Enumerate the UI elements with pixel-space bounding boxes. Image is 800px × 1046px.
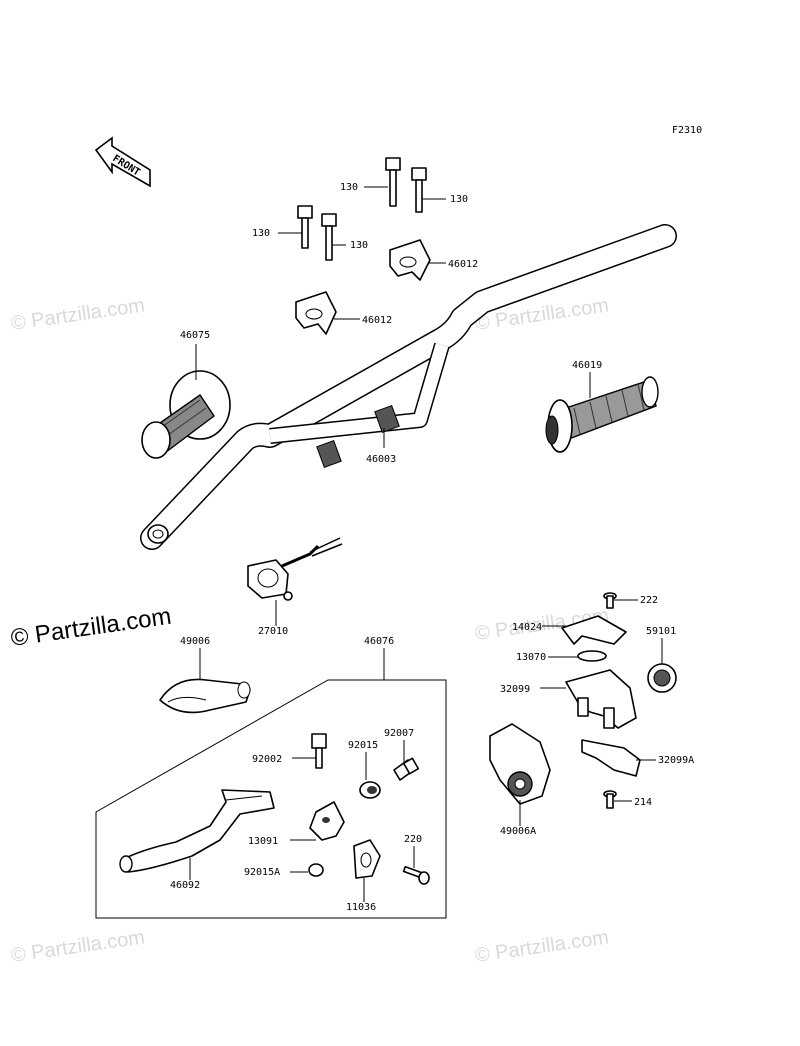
part-label-13070: 13070 (516, 652, 546, 663)
lever-cover-icon (159, 678, 251, 714)
part-label-32099a: 32099A (658, 755, 694, 766)
grip-left-icon (141, 370, 231, 459)
handlebar (140, 224, 677, 550)
bolt-icon (297, 205, 313, 249)
part-label-13091: 13091 (248, 836, 278, 847)
part-label-49006a: 49006A (500, 826, 536, 837)
ring-icon (577, 650, 607, 662)
lever-assembly-box (95, 679, 447, 919)
part-label-14024: 14024 (512, 622, 542, 633)
bolt-icon (411, 167, 427, 213)
watermark: © Partzilla.com (10, 294, 147, 335)
holder-icon (295, 291, 337, 335)
collar-icon (647, 663, 677, 693)
watermark: © Partzilla.com (474, 926, 611, 967)
part-label-220: 220 (404, 834, 422, 845)
screw-icon (603, 592, 617, 609)
bolt-icon (311, 733, 327, 769)
bolt-icon (321, 213, 337, 261)
part-label-92015: 92015 (348, 740, 378, 751)
holder-icon (389, 239, 431, 281)
nut-icon (308, 863, 324, 877)
part-label-214: 214 (634, 797, 652, 808)
grip-right-icon (545, 376, 659, 453)
part-label-222: 222 (640, 595, 658, 606)
adjuster-icon (393, 757, 420, 781)
bolt-icon (402, 865, 430, 885)
part-label-92007: 92007 (384, 728, 414, 739)
screw-icon (603, 790, 617, 809)
nut-icon (359, 781, 381, 799)
part-label-11036: 11036 (346, 902, 376, 913)
watermark: © Partzilla.com (10, 926, 147, 967)
clamp-icon (353, 839, 381, 879)
part-label-46003: 46003 (366, 454, 396, 465)
part-label-46012: 46012 (448, 259, 478, 270)
throttle-cover-icon (489, 723, 551, 805)
part-label-59101: 59101 (646, 626, 676, 637)
part-label-46092: 46092 (170, 880, 200, 891)
plate-icon (561, 615, 627, 645)
part-label-92015a: 92015A (244, 867, 280, 878)
diagram-code: F2310 (672, 125, 702, 136)
part-label-46019: 46019 (572, 360, 602, 371)
part-label-130: 130 (340, 182, 358, 193)
part-label-130: 130 (252, 228, 270, 239)
watermark-dark: © Partzilla.com (9, 603, 173, 652)
part-label-49006: 49006 (180, 636, 210, 647)
switch-icon (247, 537, 343, 601)
front-arrow-icon: FRONT (94, 136, 151, 188)
lever-holder-icon (309, 801, 345, 841)
part-label-46012: 46012 (362, 315, 392, 326)
lever-icon (119, 789, 275, 873)
part-label-46076: 46076 (364, 636, 394, 647)
bolt-icon (385, 157, 401, 207)
part-label-46075: 46075 (180, 330, 210, 341)
part-label-32099: 32099 (500, 684, 530, 695)
throttle-case-icon (581, 739, 641, 777)
part-label-130: 130 (450, 194, 468, 205)
throttle-case-icon (565, 669, 637, 729)
part-label-92002: 92002 (252, 754, 282, 765)
part-label-27010: 27010 (258, 626, 288, 637)
part-label-130: 130 (350, 240, 368, 251)
